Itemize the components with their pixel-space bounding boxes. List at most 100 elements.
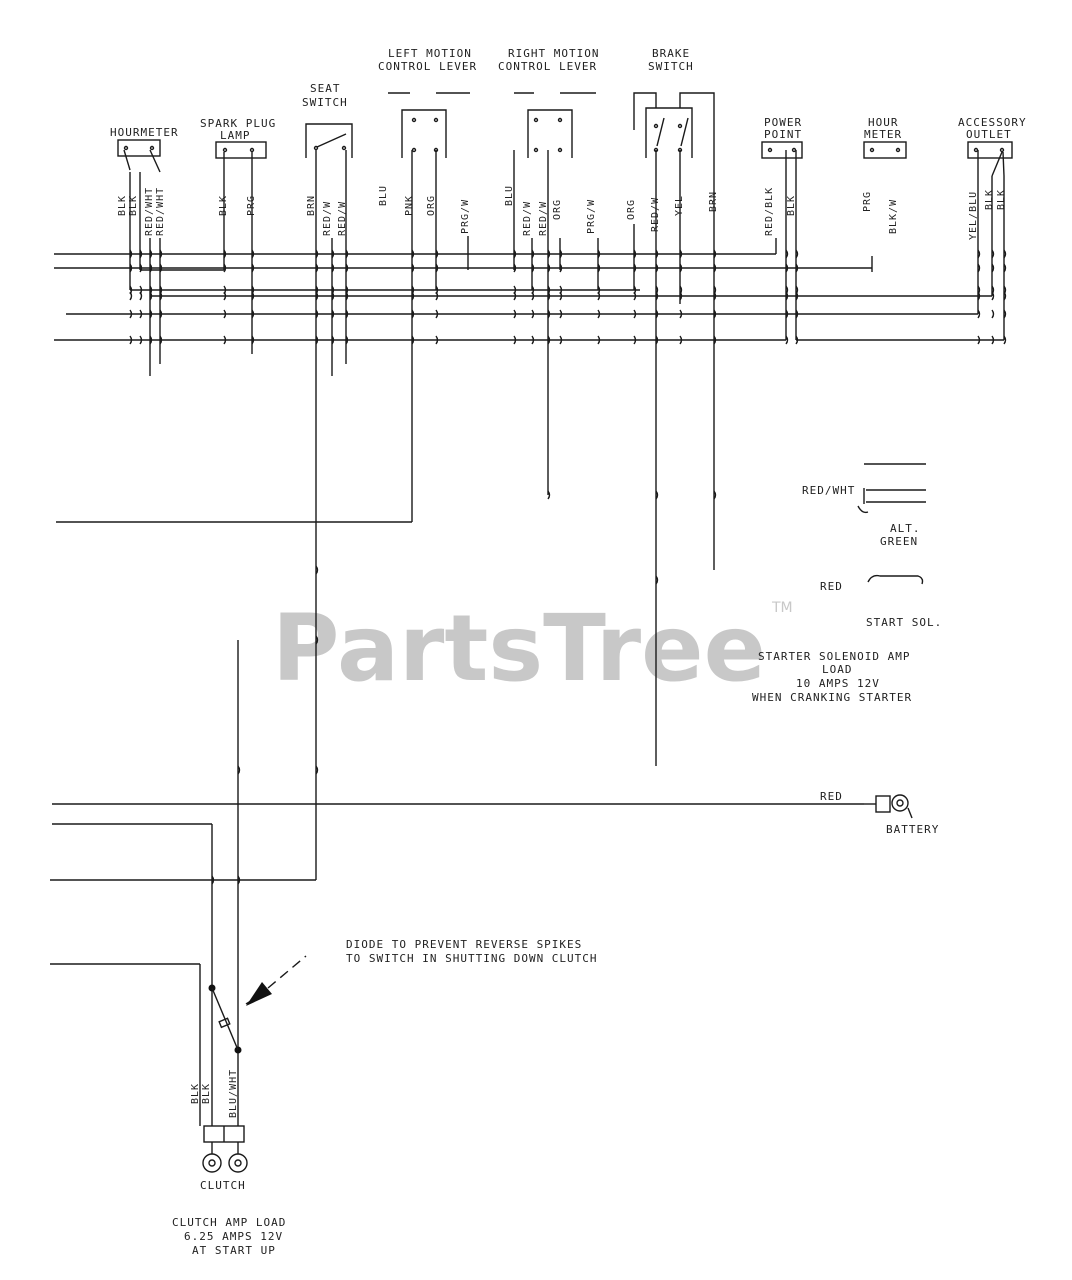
crossover-bump [315,249,319,259]
hourmeter-component: HOURMETER [110,126,178,173]
crossover-bump [223,291,227,301]
crossover-bump [633,249,637,259]
crossover-bump [1003,335,1007,345]
watermark-trademark: TM [771,600,793,616]
crossover-bump [345,249,349,259]
accessory-outlet-label: ACCESSORY [958,116,1027,129]
power-point-label: POINT [764,128,802,141]
crossover-bump [149,291,153,301]
crossover-bump [315,263,319,273]
crossover-bump [531,309,535,319]
wire-label: BLK [996,189,1007,210]
left-motion-label: CONTROL LEVER [378,60,477,73]
spark-plug-lamp-label: LAMP [220,129,251,142]
crossover-bump [991,291,995,301]
crossover-bump [223,263,227,273]
crossover-bump [331,309,335,319]
brake-switch-label: SWITCH [648,60,694,73]
crossover-bump [795,291,799,301]
crossover-bump [597,263,601,273]
crossover-bump [531,291,535,301]
wire-label: BLK [984,189,995,210]
crossover-bump [531,263,535,273]
crossover-bump [411,335,415,345]
crossover-bump [513,291,517,301]
crossover-bump [139,263,143,273]
crossover-bump [251,263,255,273]
left-motion-lever-component: LEFT MOTION CONTROL LEVER [378,47,477,158]
crossover-bump [977,263,981,273]
crossover-bump [149,335,153,345]
crossover-bump [331,263,335,273]
crossover-bump [1003,291,1007,301]
alternator-component: RED/WHT ALT. GREEN [802,463,926,548]
crossover-bump [713,249,717,259]
crossover-bump [331,335,335,345]
crossover-bump [315,565,319,575]
crossover-bump [655,291,659,301]
crossover-bump [597,335,601,345]
crossover-bump [435,291,439,301]
alternator-label: GREEN [880,535,918,548]
wire-label: BLK [128,195,139,216]
lower-circuit [50,640,316,1126]
crossover-bump [785,291,789,301]
crossover-bump [679,309,683,319]
crossover-bump [1003,263,1007,273]
crossover-bump [345,335,349,345]
brake-switch-component: BRAKE SWITCH [633,47,715,160]
crossover-bump [129,291,133,301]
crossover-bump [795,249,799,259]
crossover-bump [713,263,717,273]
right-motion-lever-component: RIGHT MOTION CONTROL LEVER [498,47,598,158]
crossover-bump [559,309,563,319]
harness-bus [54,253,1004,523]
crossover-bump [251,291,255,301]
crossover-bump [991,335,995,345]
crossover-bump [345,309,349,319]
crossover-bump [331,291,335,301]
clutch-component: BLK BLK BLU/WHT CLUTCH [190,1069,248,1192]
crossover-bump [655,490,659,500]
crossover-bump [129,263,133,273]
crossover-bump [139,249,143,259]
crossover-bump [559,249,563,259]
start-sol-label: START SOL. [866,616,942,629]
crossover-bump [795,309,799,319]
hour-meter-component: HOUR METER [863,116,907,159]
battery-component: RED BATTERY [52,790,938,836]
crossover-bump [435,335,439,345]
crossover-bump [129,335,133,345]
crossover-bump [679,335,683,345]
wire-label: ORG [552,199,563,220]
wire-label: RED/BLK [764,187,775,236]
wire-label: RED/W [337,201,348,236]
crossover-bump [713,490,717,500]
crossover-bump [139,309,143,319]
spark-plug-lamp-label: SPARK PLUG [200,117,276,130]
crossover-bump [139,291,143,301]
wire-crossovers [129,249,1007,885]
crossover-bump [559,291,563,301]
crossover-bump [223,309,227,319]
wire-label: RED/W [322,201,333,236]
crossover-bump [331,249,335,259]
crossover-bump [655,249,659,259]
crossover-bump [149,263,153,273]
wire-label: RED/WHT [144,187,155,236]
watermark: PartsTree [272,595,766,702]
wire-label: RED/WHT [155,187,166,236]
crossover-bump [795,263,799,273]
crossover-bump [531,335,535,345]
crossover-bump [679,291,683,301]
crossover-bump [559,335,563,345]
crossover-bump [411,249,415,259]
crossover-bump [223,249,227,259]
crossover-bump [785,263,789,273]
crossover-bump [139,335,143,345]
crossover-bump [411,309,415,319]
crossover-bump [513,263,517,273]
power-point-component: POWER POINT [761,116,803,159]
wire-label: YEL/BLU [968,191,979,240]
crossover-bump [977,335,981,345]
